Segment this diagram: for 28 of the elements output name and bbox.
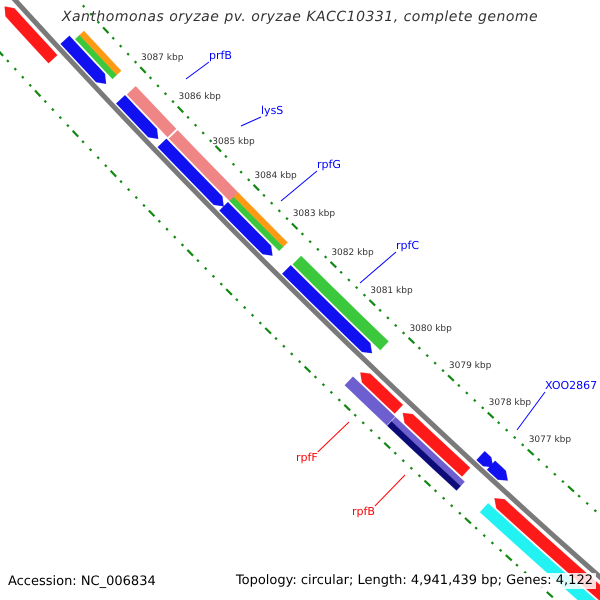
scale-label: 3086 kbp <box>178 92 221 102</box>
title: Xanthomonas oryzae pv. oryzae KACC10331, complete genome <box>60 8 540 27</box>
gene-label: rpfG <box>317 159 341 171</box>
scale-label: 3082 kbp <box>331 248 374 258</box>
scale-label: 3085 kbp <box>212 136 255 147</box>
gene-label: XOO2867 <box>545 380 598 392</box>
scale-label: 3077 kbp <box>528 435 572 446</box>
scale-label: 3081 kbp <box>370 286 413 296</box>
gene-label: rpfF <box>296 452 318 464</box>
accession-text: Accession: NC_006834 <box>8 574 156 590</box>
gene-label: lysS <box>261 105 284 117</box>
scale-label: 3080 kbp <box>409 324 452 334</box>
scale-label: 3078 kbp <box>488 398 532 408</box>
leader-line <box>240 116 262 126</box>
scale-label: 3079 kbp <box>448 361 492 372</box>
scale-label: 3084 kbp <box>254 170 297 181</box>
leader-line <box>186 62 210 80</box>
leader-line <box>516 392 546 430</box>
gene-label: rpfC <box>396 240 420 252</box>
gene-label: rpfB <box>352 506 375 518</box>
gene-label: prfB <box>209 50 232 62</box>
scale-label: 3087 kbp <box>141 53 184 63</box>
leader-line <box>280 170 318 202</box>
genome-summary-text: Topology: circular; Length: 4,941,439 bp; Genes: 4,122 <box>232 573 596 589</box>
leader-line <box>360 252 396 284</box>
leader-line <box>374 474 406 506</box>
scale-label: 3083 kbp <box>292 209 336 220</box>
leader-line <box>317 422 350 452</box>
